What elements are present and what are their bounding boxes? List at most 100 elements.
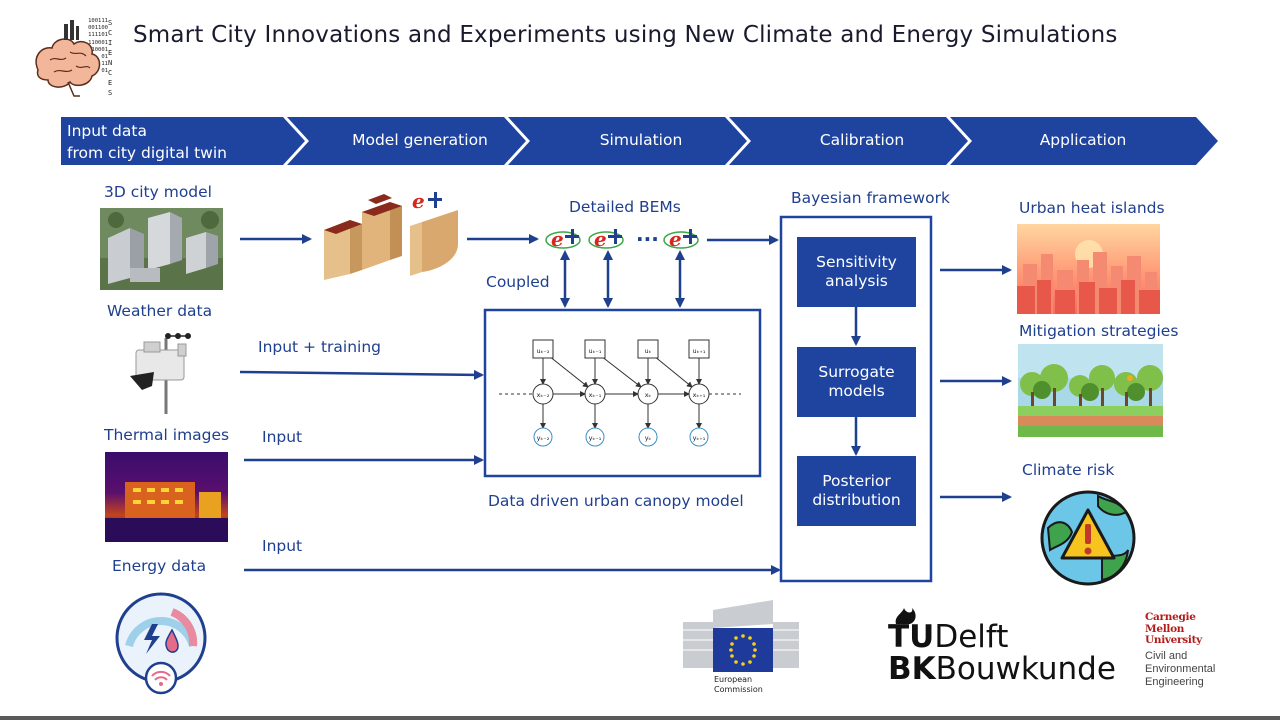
node-y xyxy=(638,427,658,447)
cmu-name-line: University xyxy=(1145,634,1202,646)
brain-icon xyxy=(35,20,101,97)
energyplus-logo-main: e xyxy=(410,189,450,214)
bayesian-frame xyxy=(779,215,933,583)
logo-bit-row: 10001 xyxy=(91,46,108,53)
stage-application-label: Application xyxy=(1039,131,1127,149)
node-u-label: uₖ₊₁ xyxy=(693,347,706,355)
edge-u-diag xyxy=(600,355,642,388)
bayesian-framework-label: Bayesian framework xyxy=(791,189,950,207)
cmu-name-line: Carnegie xyxy=(1145,611,1196,623)
building-model-image xyxy=(318,190,464,286)
energy-label: Energy data xyxy=(112,557,207,575)
weather-station-icon xyxy=(130,333,191,414)
svg-text:e: e xyxy=(551,227,564,251)
node-y-label: yₖ₋₁ xyxy=(589,434,602,442)
node-u-label: uₖ₋₂ xyxy=(537,347,550,355)
stage-input-line2: from city digital twin xyxy=(67,144,227,162)
canopy-model-caption: Data driven urban canopy model xyxy=(488,492,744,510)
graph-nodes-y: yₖ₋₂ yₖ₋₁ yₖ yₖ₊₁ xyxy=(533,427,709,447)
cmu-dept-line: Civil and xyxy=(1145,649,1188,662)
uhi-label: Urban heat islands xyxy=(1019,199,1165,217)
stage-chevron-simulation xyxy=(508,117,747,165)
stage-chevron-input xyxy=(61,117,305,165)
stage-simulation-label: Simulation xyxy=(599,131,683,149)
cmu-logo: Carnegie Mellon University Civil and Env… xyxy=(1145,611,1255,692)
cmu-dept-line: Environmental xyxy=(1145,662,1216,675)
logo-bit-row: 11 xyxy=(101,61,108,68)
tudelft-line: TUDelft xyxy=(888,620,1008,654)
input-thermal-label: Input xyxy=(262,428,303,446)
weather-station-image xyxy=(122,328,202,416)
mitigation-image xyxy=(1018,344,1163,437)
svg-text:e: e xyxy=(669,227,682,251)
energyplus-icon: e xyxy=(545,227,581,251)
tudelft-logo: TUDelft BKBouwkunde xyxy=(888,604,1116,686)
thermal-image xyxy=(105,452,228,542)
city-model-image xyxy=(100,208,223,290)
ec-line1: European xyxy=(714,675,753,684)
bottom-rule xyxy=(0,716,1280,720)
surrogate-models-box: Surrogate models xyxy=(797,347,916,417)
node-y-label: yₖ xyxy=(645,434,652,442)
cmu-name-line: Mellon xyxy=(1145,622,1185,635)
stage-chevron-application xyxy=(950,117,1218,165)
energyplus-icon: e xyxy=(412,189,442,213)
logo-bit-row: 100111 xyxy=(88,18,108,24)
posterior-line2: distribution xyxy=(812,491,901,509)
node-x xyxy=(532,383,554,405)
page-title: Smart City Innovations and Experiments u… xyxy=(133,22,1118,48)
stage-calibration-label: Calibration xyxy=(819,131,905,149)
bems-ellipsis: ... xyxy=(636,222,659,246)
stage-chevron-calibration xyxy=(729,117,968,165)
node-y xyxy=(689,427,709,447)
node-u xyxy=(637,339,659,359)
posterior-line1: Posterior xyxy=(822,471,891,490)
logo-bits: 100111 001100 111101 110001 10001 01 11 … xyxy=(80,18,108,76)
logo-letters: SCIENCES xyxy=(108,19,113,97)
logo-bit-row: 111101 xyxy=(88,32,108,39)
stage-chevron-model xyxy=(287,117,526,165)
graph-edges xyxy=(540,355,702,429)
svg-text:e: e xyxy=(594,227,607,251)
detailed-bems-label: Detailed BEMs xyxy=(569,198,681,216)
uhi-image xyxy=(1017,224,1160,314)
energy-meter-image xyxy=(112,590,210,696)
globe-warning-icon xyxy=(1040,490,1136,586)
energyplus-logo-bem-1: e xyxy=(545,226,585,252)
city-model-label: 3D city model xyxy=(104,183,212,201)
svg-text:e: e xyxy=(412,190,425,213)
energy-gauge-icon xyxy=(115,592,207,695)
sensitivity-analysis-box: Sensitivity analysis xyxy=(797,237,916,307)
european-commission-logo xyxy=(683,600,799,698)
surrogate-line1: Surrogate xyxy=(818,362,895,381)
tudelft-delft: Delft xyxy=(934,619,1009,655)
energyplus-logo-bem-2: e xyxy=(588,226,628,252)
eu-flag-icon xyxy=(683,600,799,672)
cmu-dept: Civil and Environmental Engineering xyxy=(1145,650,1255,689)
sensitivity-line1: Sensitivity xyxy=(816,252,897,271)
logo-bit-row: 001100 xyxy=(88,25,108,32)
tudelft-tu: TU xyxy=(888,619,935,655)
node-x xyxy=(637,383,659,405)
node-u xyxy=(584,339,606,359)
cmu-name: Carnegie Mellon University xyxy=(1145,611,1255,647)
node-u-label: uₖ xyxy=(645,347,652,355)
sciences-logo: 100111 001100 111101 110001 10001 01 11 … xyxy=(30,16,122,102)
input-training-label: Input + training xyxy=(258,338,382,356)
node-y-label: yₖ₊₁ xyxy=(693,434,706,442)
logo-bit-row: 110001 xyxy=(88,39,108,46)
thermal-camera-icon xyxy=(105,452,228,542)
canopy-model-frame xyxy=(483,308,762,478)
flame-icon xyxy=(895,608,916,624)
energyplus-logo-bem-3: e xyxy=(663,226,703,252)
arrow-weather-to-canopy xyxy=(239,369,484,380)
node-x-label: xₖ₋₂ xyxy=(537,391,550,399)
node-x-label: xₖ xyxy=(645,391,652,399)
sensitivity-line2: analysis xyxy=(825,272,888,290)
posterior-distribution-box: Posterior distribution xyxy=(797,456,916,526)
node-u-label: uₖ₋₁ xyxy=(589,347,602,355)
green-park-icon xyxy=(1018,344,1163,437)
node-y xyxy=(585,427,605,447)
